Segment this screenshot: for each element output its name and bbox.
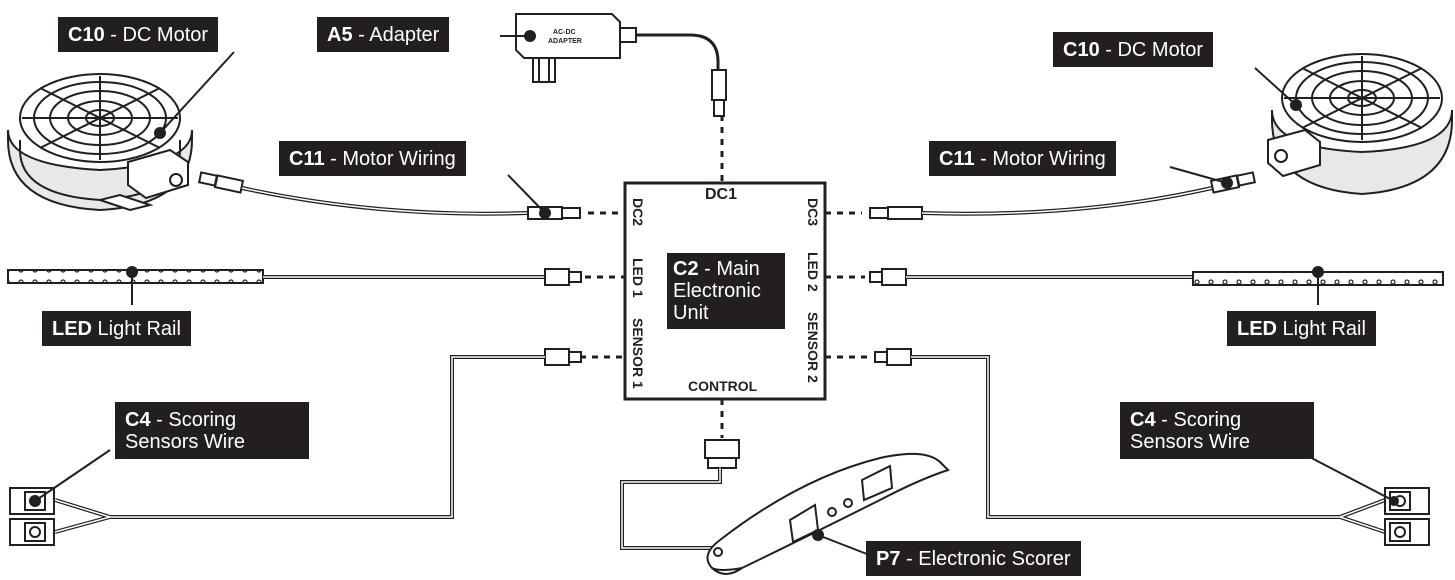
- label-code: C10: [68, 24, 105, 46]
- port-dc1: DC1: [705, 186, 738, 203]
- label-text-line3: Unit: [673, 302, 709, 324]
- label-code: C4: [125, 409, 151, 431]
- control-cable: [620, 439, 740, 550]
- sensor-wire-left: [9, 348, 582, 546]
- sensor-right-callout-line: [1299, 451, 1395, 502]
- label-text: - Scoring: [150, 409, 237, 431]
- label-text-line2: Electronic: [673, 280, 761, 302]
- label-adapter: A5 - Adapter: [317, 17, 450, 52]
- adapter-print-line2: ADAPTER: [548, 38, 582, 45]
- label-text: - Scoring: [1155, 409, 1242, 431]
- label-code: LED: [1237, 318, 1277, 340]
- label-electronic-scorer: P7 - Electronic Scorer: [866, 541, 1081, 576]
- label-text: - Adapter: [352, 24, 440, 46]
- led-rail-right: [869, 268, 1444, 286]
- label-code: C4: [1130, 409, 1156, 431]
- label-text: Light Rail: [92, 318, 181, 340]
- label-text: - Main: [698, 258, 760, 280]
- electronic-scorer: [706, 452, 950, 575]
- label-text: Light Rail: [1277, 318, 1366, 340]
- label-dc-motor-right: C10 - DC Motor: [1053, 32, 1214, 67]
- label-main-unit: C2 - Main Electronic Unit: [667, 253, 785, 329]
- label-text: - Electronic Scorer: [900, 548, 1071, 570]
- adapter-print-line1: AC-DC: [553, 29, 576, 36]
- label-text-line2: Sensors Wire: [125, 431, 246, 453]
- scorer-callout-line: [817, 534, 873, 557]
- label-text: - DC Motor: [1099, 39, 1204, 61]
- port-dc3: DC3: [805, 198, 821, 227]
- label-text: - DC Motor: [104, 24, 209, 46]
- label-text: - Motor Wiring: [974, 148, 1106, 170]
- label-code: A5: [327, 24, 353, 46]
- label-text-line2: Sensors Wire: [1130, 431, 1251, 453]
- motor-wiring-right: [869, 171, 1257, 220]
- motor-left-callout-line: [159, 51, 235, 134]
- port-led1: LED 1: [630, 258, 646, 298]
- label-dc-motor-left: C10 - DC Motor: [58, 17, 219, 52]
- port-sensor1: SENSOR 1: [630, 318, 646, 389]
- adapter-device: [515, 13, 727, 117]
- label-led-rail-left: LED Light Rail: [42, 311, 191, 346]
- label-code: LED: [52, 318, 92, 340]
- label-text: - Motor Wiring: [324, 148, 456, 170]
- label-motor-wiring-left: C11 - Motor Wiring: [279, 141, 466, 176]
- label-led-rail-right: LED Light Rail: [1227, 311, 1376, 346]
- label-code: C11: [289, 148, 325, 170]
- label-sensor-wire-right: C4 - Scoring Sensors Wire: [1120, 402, 1314, 459]
- motor-wiring-left: [197, 171, 581, 220]
- label-code: C2: [673, 258, 699, 280]
- wiring-left-callout-line: [507, 174, 546, 214]
- port-led2: LED 2: [805, 252, 821, 292]
- port-sensor2: SENSOR 2: [805, 312, 821, 383]
- led-rail-left: [7, 268, 582, 286]
- port-dc2: DC2: [630, 198, 646, 227]
- sensor-left-callout-line: [34, 449, 111, 502]
- label-code: C11: [939, 148, 975, 170]
- dashed-connectors: [580, 115, 868, 438]
- label-sensor-wire-left: C4 - Scoring Sensors Wire: [115, 402, 309, 459]
- dc-motor-left: [7, 73, 193, 212]
- dc-motor-right: [1267, 53, 1453, 196]
- label-code: C10: [1063, 39, 1100, 61]
- port-control: CONTROL: [688, 378, 758, 394]
- motor-right-callout-line: [1254, 67, 1297, 106]
- label-motor-wiring-right: C11 - Motor Wiring: [929, 141, 1116, 176]
- label-code: P7: [876, 548, 901, 570]
- wiring-right-callout-line: [1169, 166, 1228, 184]
